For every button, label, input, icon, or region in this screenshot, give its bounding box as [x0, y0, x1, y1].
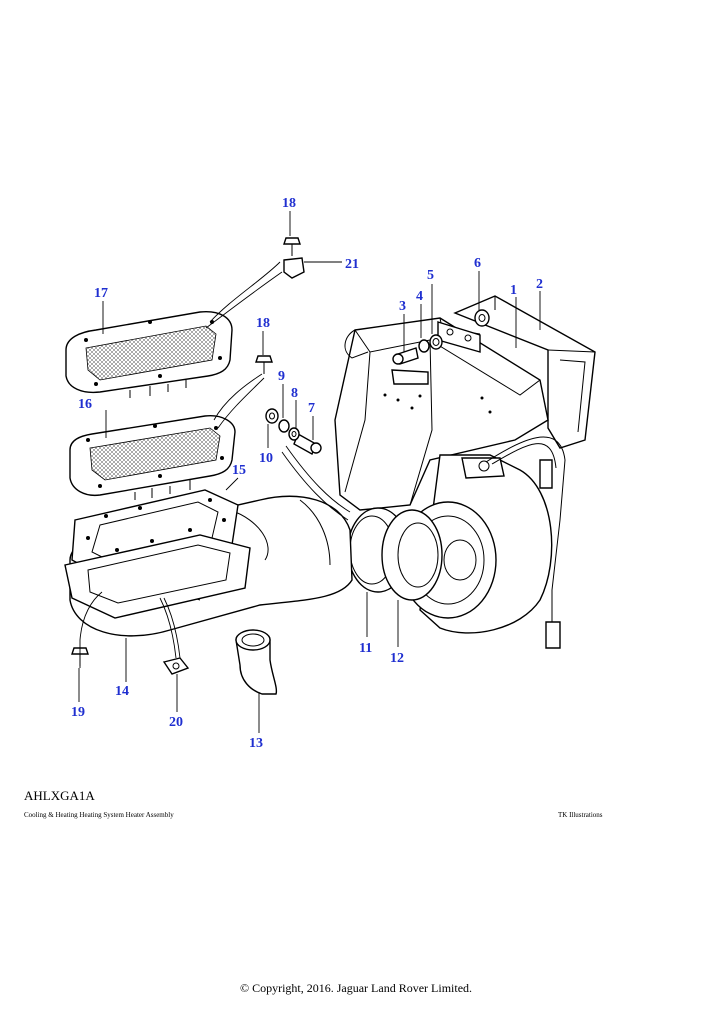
clamp-ring [347, 507, 443, 601]
callout-20: 20 [169, 715, 183, 730]
illustration-code: AHLXGA1A [24, 788, 95, 803]
bolt-7 [293, 433, 322, 455]
callout-12: 12 [390, 651, 404, 666]
callout-18-mid: 18 [256, 316, 270, 331]
callout-10: 10 [259, 451, 273, 466]
screw-18-mid [255, 355, 273, 374]
callout-labels: 1 2 3 4 5 6 7 8 9 10 11 12 13 14 15 16 1… [71, 196, 543, 751]
mesh-screen-lower [69, 415, 236, 500]
callout-21: 21 [345, 257, 359, 272]
callout-13: 13 [249, 736, 263, 751]
clip-20 [162, 657, 190, 675]
grommet-6 [474, 309, 490, 327]
callout-19: 19 [71, 705, 85, 720]
assembly-lines [79, 261, 351, 668]
callout-6: 6 [474, 256, 481, 271]
heater-matrix-box [453, 295, 596, 449]
mesh-screen-upper [65, 311, 233, 398]
speed-nut-21 [283, 257, 305, 279]
copyright-notice: © Copyright, 2016. Jaguar Land Rover Lim… [239, 981, 473, 995]
callout-17: 17 [94, 286, 108, 301]
callout-18-top: 18 [282, 196, 296, 211]
callout-16: 16 [78, 397, 92, 412]
leader-lines [78, 211, 541, 733]
callout-2: 2 [536, 277, 543, 292]
heater-unit-housing [334, 317, 549, 511]
nut-10 [265, 408, 279, 424]
callout-14: 14 [115, 684, 129, 699]
callout-3: 3 [399, 299, 406, 314]
duct-lower-frame [64, 534, 251, 619]
callout-4: 4 [416, 289, 423, 304]
callout-15: 15 [232, 463, 246, 478]
diagram-caption: Cooling & Heating Heating System Heater … [24, 811, 174, 819]
bolt-3 [392, 347, 419, 365]
callout-1: 1 [510, 283, 517, 298]
washer-8 [288, 427, 300, 441]
outlet-elbow [235, 629, 278, 695]
washer-9 [278, 419, 290, 433]
callout-5: 5 [427, 268, 434, 283]
callout-8: 8 [291, 386, 298, 401]
callout-9: 9 [278, 369, 285, 384]
callout-11: 11 [359, 641, 372, 656]
screw-18-top [283, 237, 301, 256]
washer-4 [418, 339, 430, 353]
illustration-credit: TK Illustrations [558, 811, 603, 819]
callout-7: 7 [308, 401, 315, 416]
seal-5 [429, 334, 443, 350]
